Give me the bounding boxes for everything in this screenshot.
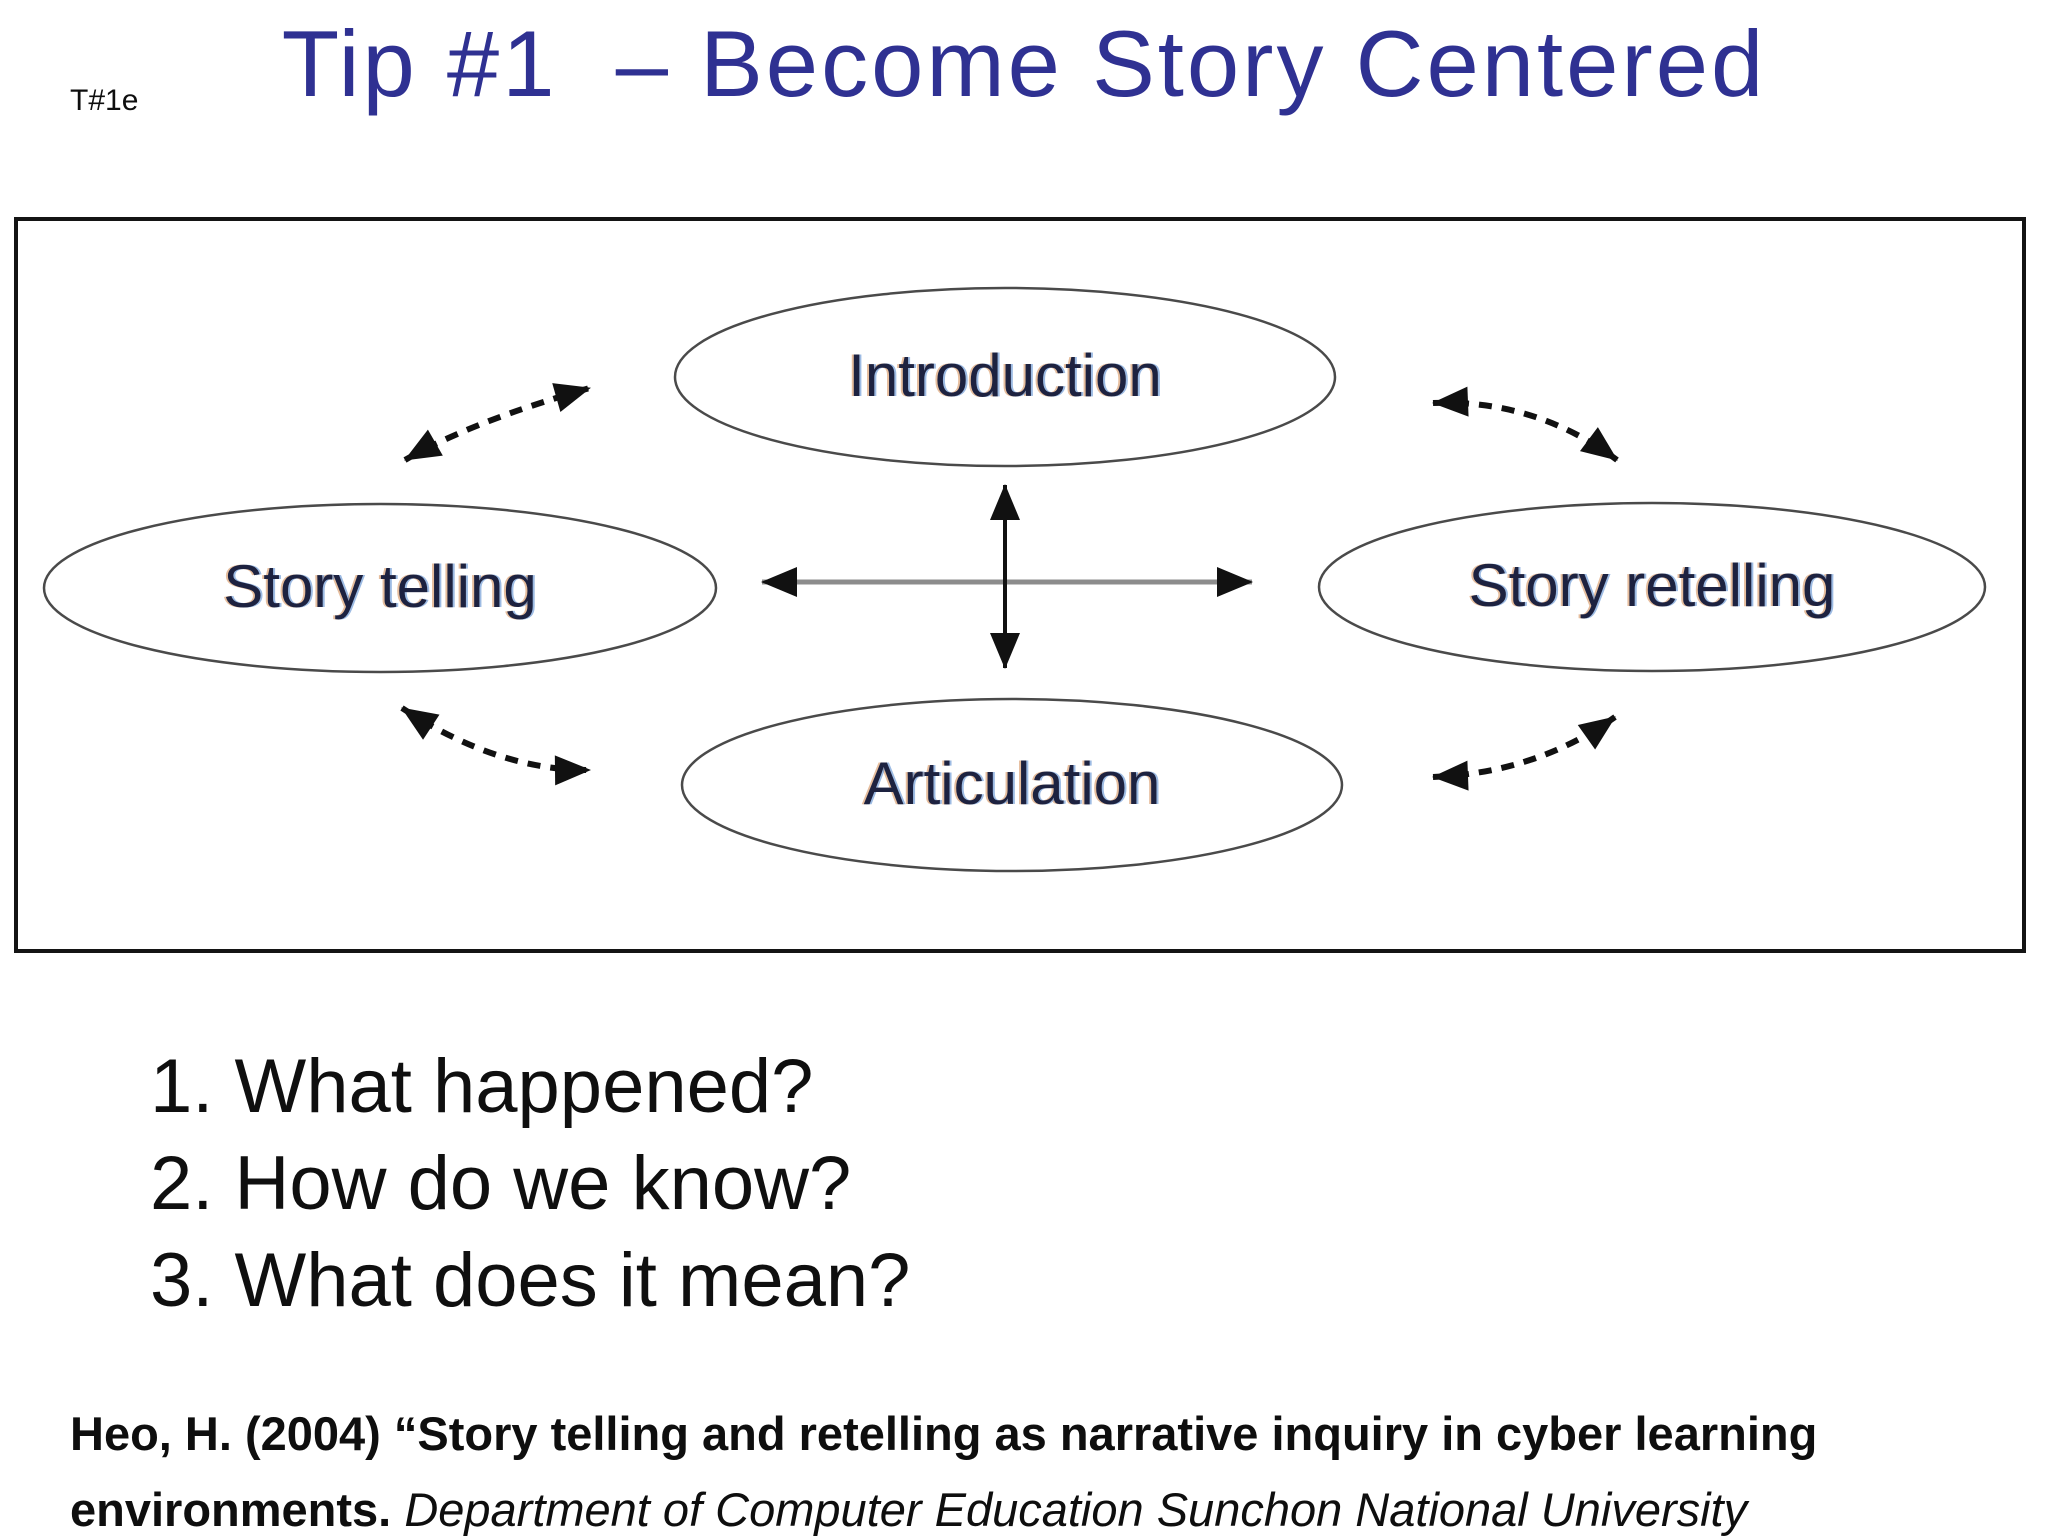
introduction-retelling-arrow [1432, 386, 1619, 463]
story-telling-ellipse [42, 502, 718, 674]
storytelling-introduction-arrow [403, 383, 591, 463]
question-item: 1. What happened? [150, 1044, 814, 1129]
articulation-retelling-arrow [1432, 714, 1617, 791]
diagram-canvas [42, 286, 1987, 873]
question-item: 3. What does it mean? [150, 1238, 911, 1323]
articulation-ellipse [680, 697, 1344, 873]
questions-list: 1. What happened? 2. How do we know? 3. … [150, 1038, 910, 1329]
citation: Heo, H. (2004) “Story telling and retell… [70, 1396, 2048, 1536]
page-title: Tip #1 – Become Story Centered [281, 11, 1767, 116]
citation-italic-text: Department of Computer Education Sunchon… [404, 1483, 1748, 1536]
node-label-story-telling: Story telling [223, 553, 537, 620]
storytelling-articulation-arrow [400, 705, 591, 786]
introduction-ellipse [673, 286, 1337, 468]
slide-code-label: T#1e [70, 84, 139, 117]
story-retelling-ellipse [1317, 501, 1987, 673]
node-label-introduction: Introduction [848, 342, 1162, 409]
citation-bold-text: Heo, H. (2004) “Story telling and retell… [70, 1407, 1818, 1536]
node-label-story-retelling: Story retelling [1468, 552, 1836, 619]
node-label-articulation: Articulation [863, 750, 1161, 817]
question-item: 2. How do we know? [150, 1141, 852, 1226]
story-cycle-diagram: Introduction Story telling Story retelli… [14, 217, 2026, 953]
